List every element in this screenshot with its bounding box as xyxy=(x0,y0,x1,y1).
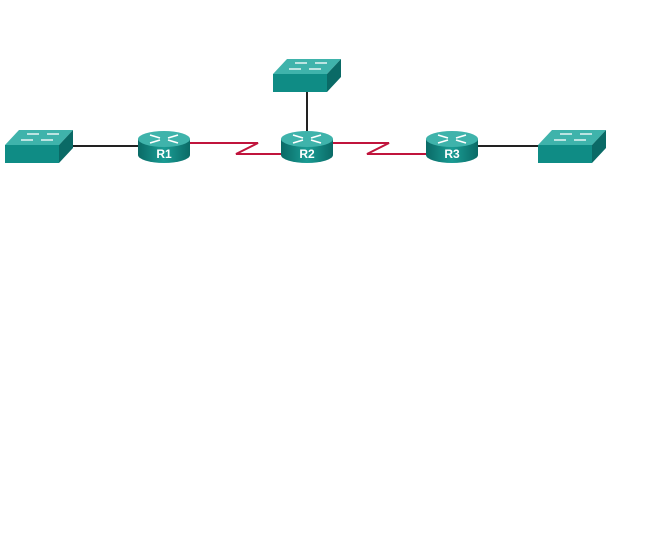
router-r2[interactable]: R2 xyxy=(281,131,333,163)
router-r3[interactable]: R3 xyxy=(426,131,478,163)
switch-icon[interactable] xyxy=(273,59,341,92)
switch-icon[interactable] xyxy=(5,130,73,163)
router-icon xyxy=(281,131,333,163)
router-label: R2 xyxy=(299,147,315,161)
serial-link-r2-r3 xyxy=(333,142,427,155)
router-label: R1 xyxy=(156,147,172,161)
serial-link-r1-r2 xyxy=(190,142,282,155)
router-label: R3 xyxy=(444,147,460,161)
switch-icon[interactable] xyxy=(538,130,606,163)
router-r1[interactable]: R1 xyxy=(138,131,190,163)
router-icon xyxy=(426,131,478,163)
router-icon xyxy=(138,131,190,163)
